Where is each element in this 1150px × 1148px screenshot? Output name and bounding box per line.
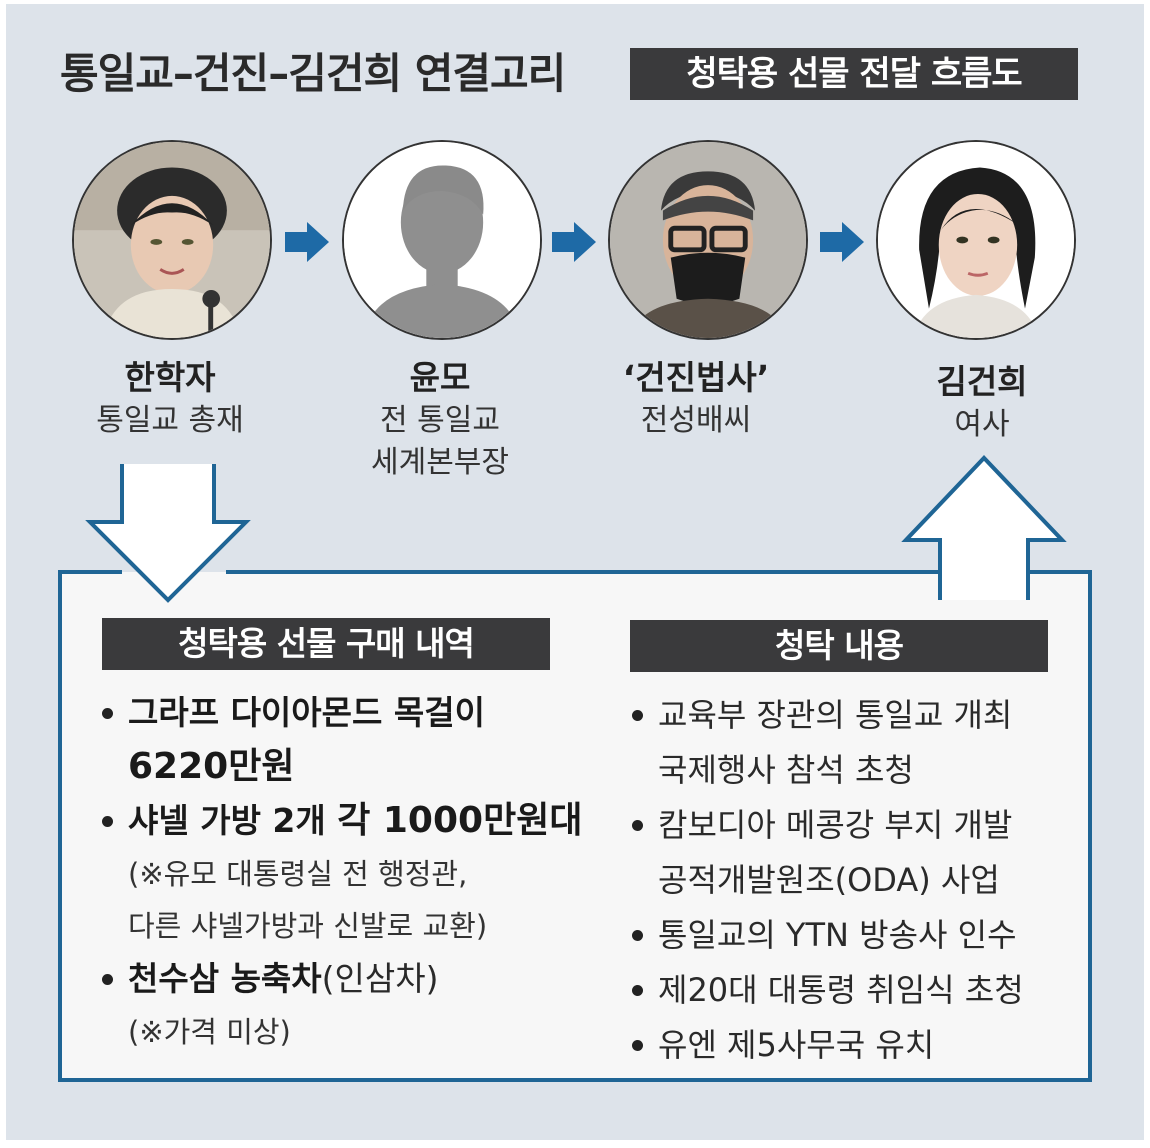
requests-list: 교육부 장관의 통일교 개최 국제행사 참석 초청 캄보디아 메콩강 부지 개발…: [628, 688, 1068, 1073]
person-role: 통일교 총재: [96, 403, 244, 438]
person-name: 김건희: [936, 362, 1028, 401]
arrow-right-icon: [552, 222, 596, 262]
person-name: 윤모: [409, 358, 471, 397]
item-text: 교육부 장관의 통일교 개최: [658, 696, 1013, 734]
item-text-line2: 국제행사 참석 초청: [658, 751, 914, 789]
list-item: 교육부 장관의 통일교 개최 국제행사 참석 초청: [628, 688, 1068, 798]
portrait-han-hakja: [72, 140, 272, 340]
person-kim-keonhee: 김건희 여사: [852, 360, 1112, 446]
person-han-hakja: 한학자 통일교 총재: [40, 356, 300, 442]
portrait-photo: [878, 142, 1074, 338]
item-text: 캄보디아 메콩강 부지 개발: [658, 806, 1013, 844]
purchases-title-bar: 청탁용 선물 구매 내역: [102, 618, 550, 670]
list-item: 캄보디아 메콩강 부지 개발 공적개발원조(ODA) 사업: [628, 798, 1068, 908]
item-text: 통일교의 YTN 방송사 인수: [658, 916, 1017, 954]
portrait-kim-keonhee: [876, 140, 1076, 340]
list-item: 그라프 다이아몬드 목걸이 6220만원: [98, 686, 568, 794]
list-item: 제20대 대통령 취임식 초청: [628, 963, 1068, 1018]
item-text: 제20대 대통령 취임식 초청: [658, 971, 1024, 1009]
item-text-line2: 공적개발원조(ODA) 사업: [658, 861, 1000, 899]
item-note: 다른 샤넬가방과 신발로 교환): [128, 909, 488, 943]
arrow-right-icon: [820, 222, 864, 262]
list-item: 유엔 제5사무국 유치: [628, 1018, 1068, 1073]
person-geonjin: ‘건진법사’ 전성배씨: [566, 356, 826, 442]
page-title: 통일교–건진–김건희 연결고리: [60, 49, 566, 98]
item-text: 샤넬 가방 2개: [128, 801, 338, 840]
list-item: 천수삼 농축차(인삼차) (※가격 미상): [98, 952, 568, 1058]
item-value: 각 1000만원대: [337, 800, 583, 841]
person-name: 한학자: [124, 358, 216, 397]
list-item: 통일교의 YTN 방송사 인수: [628, 908, 1068, 963]
requests-title-bar: 청탁 내용: [630, 620, 1048, 672]
item-suffix: (인삼차): [321, 959, 439, 998]
portrait-photo: [610, 142, 806, 338]
anonymous-silhouette-icon: [344, 142, 540, 338]
flow-label-bar: 청탁용 선물 전달 흐름도: [630, 48, 1078, 100]
person-role: 여사: [954, 407, 1010, 442]
list-item: 샤넬 가방 2개 각 1000만원대 (※유모 대통령실 전 행정관, 다른 샤…: [98, 794, 582, 952]
person-role: 전성배씨: [640, 403, 752, 438]
item-value: 6220만원: [128, 746, 295, 787]
item-note: (※유모 대통령실 전 행정관,: [128, 857, 468, 891]
person-name: ‘건진법사’: [622, 358, 770, 397]
item-text: 천수삼 농축차: [128, 959, 322, 998]
portrait-geonjin: [608, 140, 808, 340]
item-note: (※가격 미상): [128, 1015, 291, 1049]
arrow-right-icon: [285, 222, 329, 262]
item-text: 유엔 제5사무국 유치: [658, 1026, 935, 1064]
portrait-photo: [74, 142, 270, 338]
item-text: 그라프 다이아몬드 목걸이: [128, 693, 485, 732]
person-role-line2: 세계본부장: [371, 445, 509, 480]
silhouette-yun: [342, 140, 542, 340]
person-yun: 윤모 전 통일교 세계본부장: [310, 356, 570, 484]
person-role: 전 통일교: [380, 403, 500, 438]
purchases-list: 그라프 다이아몬드 목걸이 6220만원 샤넬 가방 2개 각 1000만원대 …: [98, 686, 582, 1058]
